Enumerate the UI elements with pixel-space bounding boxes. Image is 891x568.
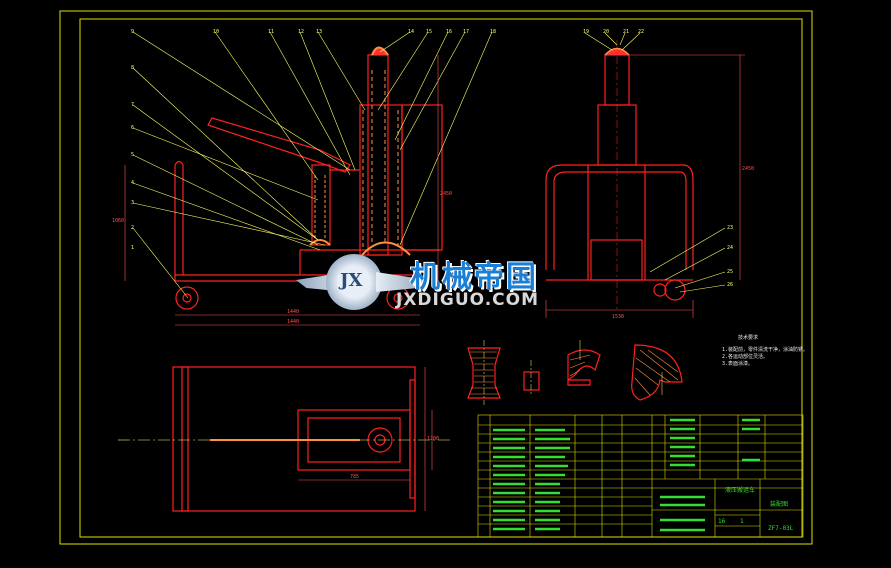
inner-border (79, 18, 803, 538)
front-balloon-9: 10 (213, 29, 219, 35)
front-dim-length-2: 1440 (287, 319, 299, 325)
front-dimensions (124, 55, 439, 326)
front-balloon-1: 8 (131, 65, 134, 71)
front-balloon-7: 2 (131, 225, 134, 231)
technical-notes: 技术要求 1.装配前，零件清洗干净，涂油防锈。 2.各运动部位灵活。 3.表面涂… (722, 334, 808, 367)
logo-letters: JX (340, 270, 363, 291)
bom-text: 液压搬运车 装配图 16 1 ZF7-03L (718, 486, 794, 532)
front-balloon-8: 1 (131, 245, 134, 251)
drawing-material: 装配图 (770, 500, 788, 508)
side-leaders (584, 32, 726, 293)
side-dim-width: 1530 (612, 314, 624, 320)
bom-table (477, 414, 804, 538)
gear-logo-icon: JX (326, 254, 382, 310)
front-balloon-13: 14 (408, 29, 414, 35)
side-balloon-6: 25 (727, 269, 733, 275)
outer-border (59, 10, 813, 545)
watermark-chinese: 机械帝国 (410, 260, 538, 295)
side-balloon-2: 21 (623, 29, 629, 35)
front-balloon-10: 11 (268, 29, 274, 35)
front-balloon-14: 15 (426, 29, 432, 35)
front-balloon-2: 7 (131, 102, 134, 108)
front-balloon-0: 9 (131, 29, 134, 35)
plan-dimensions (298, 367, 433, 511)
detail-hatching (470, 349, 679, 396)
watermark-url: JXDIGUO.COM (396, 290, 540, 310)
front-balloon-11: 12 (298, 29, 304, 35)
side-balloon-7: 26 (727, 282, 733, 288)
notes-line-2: 2.各运动部位灵活。 (722, 353, 768, 360)
side-balloon-0: 19 (583, 29, 589, 35)
front-balloon-3: 6 (131, 125, 134, 131)
detail-centerlines (483, 340, 663, 405)
plan-dim-width: 1200 (427, 436, 439, 442)
notes-line-3: 3.表面涂漆。 (722, 360, 753, 367)
dimension-labels: 1440 1440 1060 2450 2450 1530 785 1200 (112, 166, 754, 480)
notes-line-1: 1.装配前，零件清洗干净，涂油防锈。 (722, 346, 808, 353)
front-balloon-15: 16 (446, 29, 452, 35)
side-hatching (604, 40, 630, 310)
site-watermark: JX 机械帝国 JXDIGUO.COM (296, 246, 596, 318)
plan-dim-length: 785 (350, 474, 359, 480)
notes-title: 技术要求 (738, 334, 758, 341)
front-balloon-17: 18 (490, 29, 496, 35)
front-balloon-6: 3 (131, 200, 134, 206)
front-dim-height: 1060 (112, 218, 124, 224)
side-balloon-3: 22 (638, 29, 644, 35)
front-dim-length-1: 1440 (287, 309, 299, 315)
bom-fill (493, 418, 760, 532)
front-balloon-16: 17 (463, 29, 469, 35)
sheet-number: 1 (740, 518, 744, 525)
front-dim-overall: 2450 (440, 191, 452, 197)
side-balloon-4: 23 (727, 225, 733, 231)
front-balloon-12: 13 (316, 29, 322, 35)
detail-sections (467, 344, 683, 401)
drawing-number: ZF7-03L (768, 525, 794, 532)
sheet-count: 16 (718, 518, 726, 525)
side-dim-height: 2450 (742, 166, 754, 172)
front-balloon-4: 5 (131, 152, 134, 158)
product-name: 液压搬运车 (725, 486, 755, 494)
front-leaders (132, 31, 493, 299)
side-balloon-1: 20 (603, 29, 609, 35)
front-balloon-5: 4 (131, 180, 134, 186)
side-dimensions (545, 54, 745, 318)
side-balloon-5: 24 (727, 245, 733, 251)
